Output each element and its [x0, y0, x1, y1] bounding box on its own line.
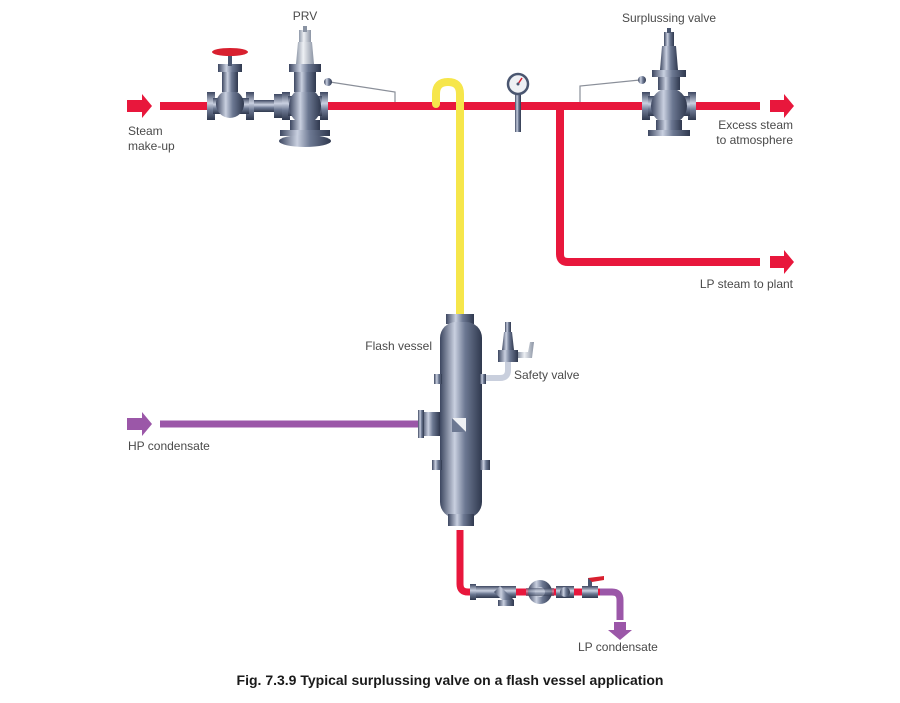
hp-condensate-label: HP condensate — [128, 439, 210, 453]
arrow-icon — [127, 412, 152, 436]
excess-steam-label-line2: to atmosphere — [716, 133, 793, 147]
globe-valve-icon — [207, 48, 254, 120]
flash-vessel-label: Flash vessel — [365, 339, 432, 353]
arrow-icon — [608, 622, 632, 640]
figure-caption: Fig. 7.3.9 Typical surplussing valve on … — [236, 672, 664, 688]
arrow-icon — [770, 94, 794, 118]
strainer-icon — [488, 586, 516, 606]
pressure-reducing-valve-icon — [279, 26, 332, 147]
flash-steam-pipe — [432, 77, 464, 322]
lp-condensate-pipe — [456, 530, 624, 620]
lp-steam-label: LP steam to plant — [699, 277, 793, 291]
arrow-icon — [770, 250, 794, 274]
prv-label: PRV — [292, 9, 318, 23]
safety-valve-pipe — [481, 360, 511, 381]
safety-valve-icon — [498, 322, 534, 362]
ball-valve-icon — [582, 576, 604, 598]
arrow-icon — [127, 94, 152, 118]
flash-vessel-icon — [418, 314, 490, 526]
safety-valve-label: Safety valve — [514, 368, 580, 382]
excess-steam-label-line1: Excess steam — [718, 118, 793, 132]
steam-trap-icon — [526, 580, 554, 604]
check-valve-icon — [556, 586, 574, 598]
pressure-gauge-icon — [506, 72, 530, 132]
steam-makeup-label-line1: Steam — [128, 124, 163, 138]
lp-steam-branch-pipe — [556, 108, 760, 266]
pipe-fitting — [254, 94, 282, 118]
steam-makeup-label-line2: make-up — [128, 139, 175, 153]
isolation-valve-icon — [470, 584, 488, 600]
surplussing-valve-label: Surplussing valve — [621, 11, 717, 25]
surplussing-valve-icon — [638, 28, 696, 136]
sensing-lines — [329, 79, 641, 102]
lp-condensate-label: LP condensate — [578, 640, 658, 654]
